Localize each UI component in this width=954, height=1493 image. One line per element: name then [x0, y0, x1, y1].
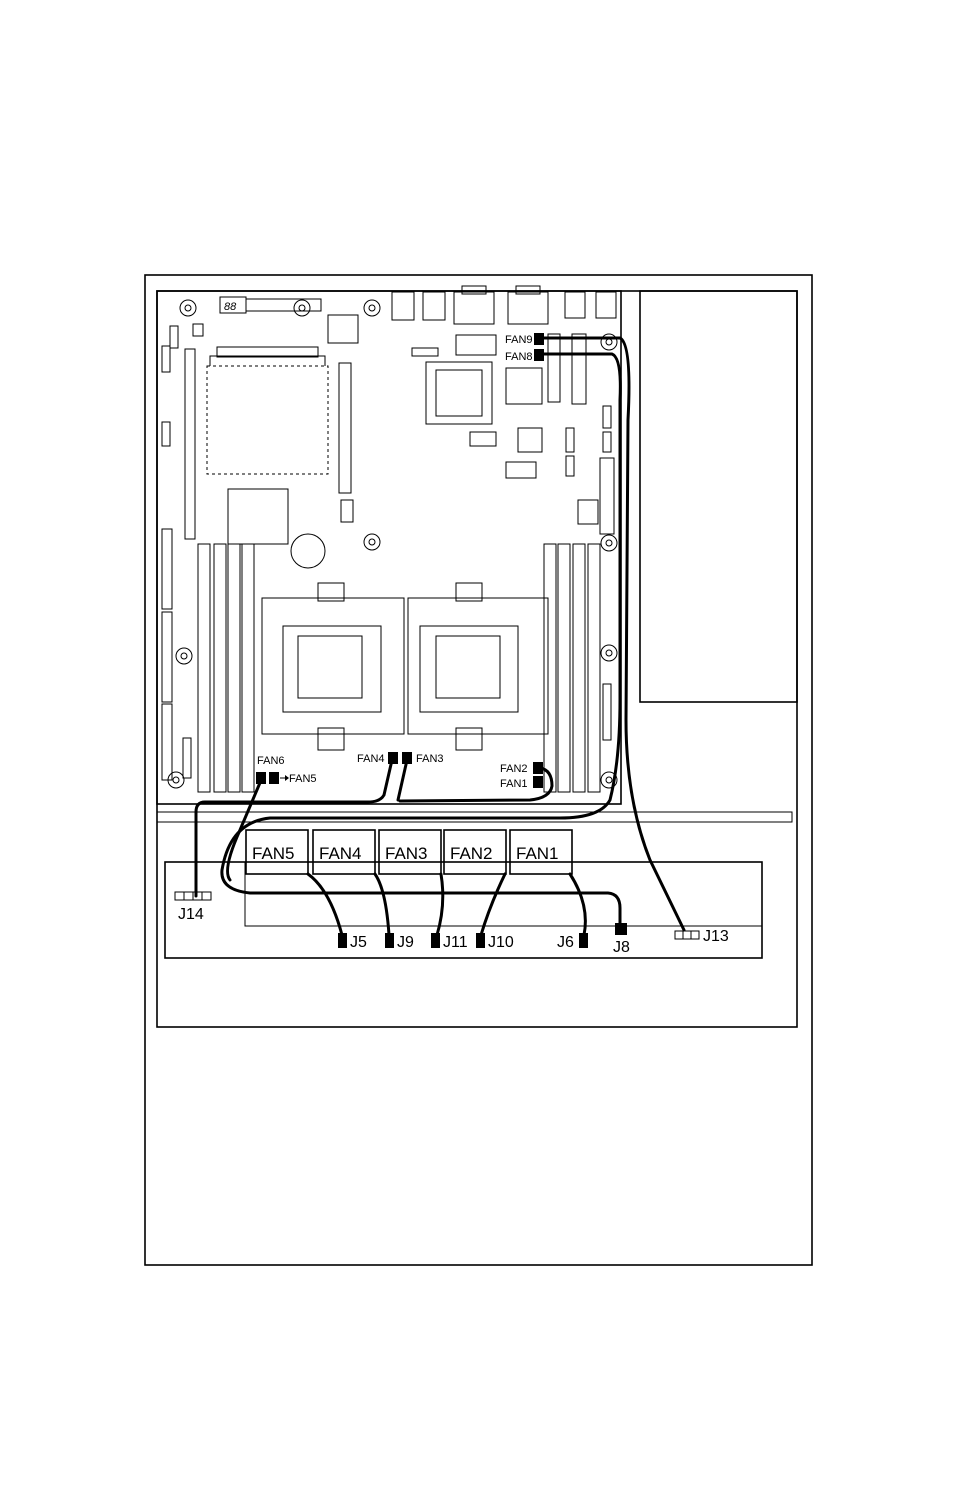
fan8-label: FAN8 [505, 351, 533, 363]
fan1-label: FAN1 [500, 778, 528, 790]
j13-connector [675, 931, 699, 939]
fan2-connector [533, 762, 543, 774]
fan8-connector [534, 349, 544, 361]
fan-board-connectors: J14 J5 J9 J11 J10 J6 J8 J13 [175, 892, 729, 956]
j8-label: J8 [613, 939, 630, 956]
debug-led-display-text: 88 [224, 301, 237, 313]
j10-label: J10 [488, 934, 514, 951]
dimm-slots-left [198, 544, 254, 792]
small-chip-center [341, 500, 353, 522]
fan4-label: FAN4 [357, 753, 385, 765]
cpu-socket-2 [408, 583, 548, 750]
fan6-connector [256, 772, 266, 784]
fan3-connector [402, 752, 412, 764]
fan-modules: FAN5 FAN4 FAN3 FAN2 FAN1 [246, 830, 572, 874]
j9-connector [385, 933, 394, 948]
riser-slot-center [339, 363, 351, 493]
chip-b [412, 348, 438, 356]
fan-module-5-label: FAN5 [252, 844, 295, 863]
j10-connector [476, 933, 485, 948]
mb-fan-connectors: FAN9 FAN8 FAN6 FAN5 FAN4 FAN3 FAN2 FAN1 [256, 333, 544, 790]
fan5-mb-connector [269, 772, 279, 784]
riser-slot-left [185, 349, 195, 539]
fan2-label: FAN2 [500, 763, 528, 775]
left-edge-headers [162, 324, 203, 780]
cmos-battery [291, 534, 325, 568]
dimm-slots-right [544, 544, 600, 792]
chassis-inner-frame [157, 291, 797, 1027]
chipset-heatsink [228, 489, 288, 544]
fan-module-4-label: FAN4 [319, 844, 362, 863]
fan9-label: FAN9 [505, 334, 533, 346]
j6-connector [579, 933, 588, 948]
fan1-connector [533, 776, 543, 788]
fan-module-1-label: FAN1 [516, 844, 559, 863]
chip-a [456, 335, 496, 355]
fan5-arrow-label: FAN5 [289, 773, 317, 785]
fan-module-3-label: FAN3 [385, 844, 428, 863]
motherboard-outline [157, 291, 621, 804]
power-supply-bay [640, 291, 797, 702]
chip-d [518, 428, 542, 452]
fan9-connector [534, 333, 544, 345]
j11-label: J11 [443, 934, 468, 951]
j14-label: J14 [178, 906, 204, 923]
chip-f [506, 462, 536, 478]
chip-e [470, 432, 496, 446]
fan6-label: FAN6 [257, 755, 285, 767]
fan-module-2-label: FAN2 [450, 844, 493, 863]
j13-label: J13 [703, 928, 729, 945]
chip-small-top [328, 315, 358, 343]
fan3-label: FAN3 [416, 753, 444, 765]
add-in-card-outline [207, 347, 328, 474]
fan4-connector [388, 752, 398, 764]
j9-label: J9 [397, 934, 414, 951]
j6-label: J6 [557, 934, 574, 951]
chip-c [506, 368, 542, 404]
j11-connector [431, 933, 440, 948]
j8-connector [615, 923, 627, 935]
j5-connector [338, 933, 347, 948]
north-bridge-core [436, 370, 482, 416]
j5-label: J5 [350, 934, 367, 951]
cpu-socket-1 [262, 583, 404, 750]
